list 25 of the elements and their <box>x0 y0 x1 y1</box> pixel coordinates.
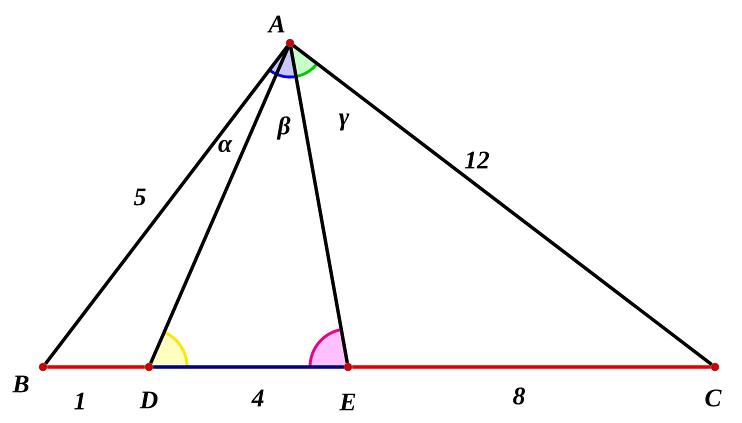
length-label: 5 <box>132 187 148 207</box>
point <box>286 38 294 48</box>
line-segment <box>289 46 349 364</box>
length-label: 4 <box>250 388 266 408</box>
length-label: 12 <box>463 150 491 170</box>
length-label: 1 <box>72 391 88 411</box>
line-segment <box>292 44 713 366</box>
point-label: A <box>267 16 284 32</box>
angle-label: γ <box>338 113 350 130</box>
point <box>710 362 720 372</box>
point-label: C <box>705 389 722 406</box>
point <box>144 362 154 372</box>
length-label: 8 <box>511 386 527 406</box>
point-label: E <box>339 394 356 410</box>
line-segment <box>352 365 711 369</box>
line-segment <box>44 45 289 365</box>
point <box>344 362 352 372</box>
angle-label: α <box>218 140 232 152</box>
point-label: B <box>12 376 29 392</box>
point <box>38 362 48 372</box>
point-label: D <box>140 392 158 408</box>
line-segment <box>153 365 344 369</box>
line-segment <box>47 365 145 369</box>
line-segment <box>149 46 290 364</box>
angle-label: β <box>276 116 290 140</box>
